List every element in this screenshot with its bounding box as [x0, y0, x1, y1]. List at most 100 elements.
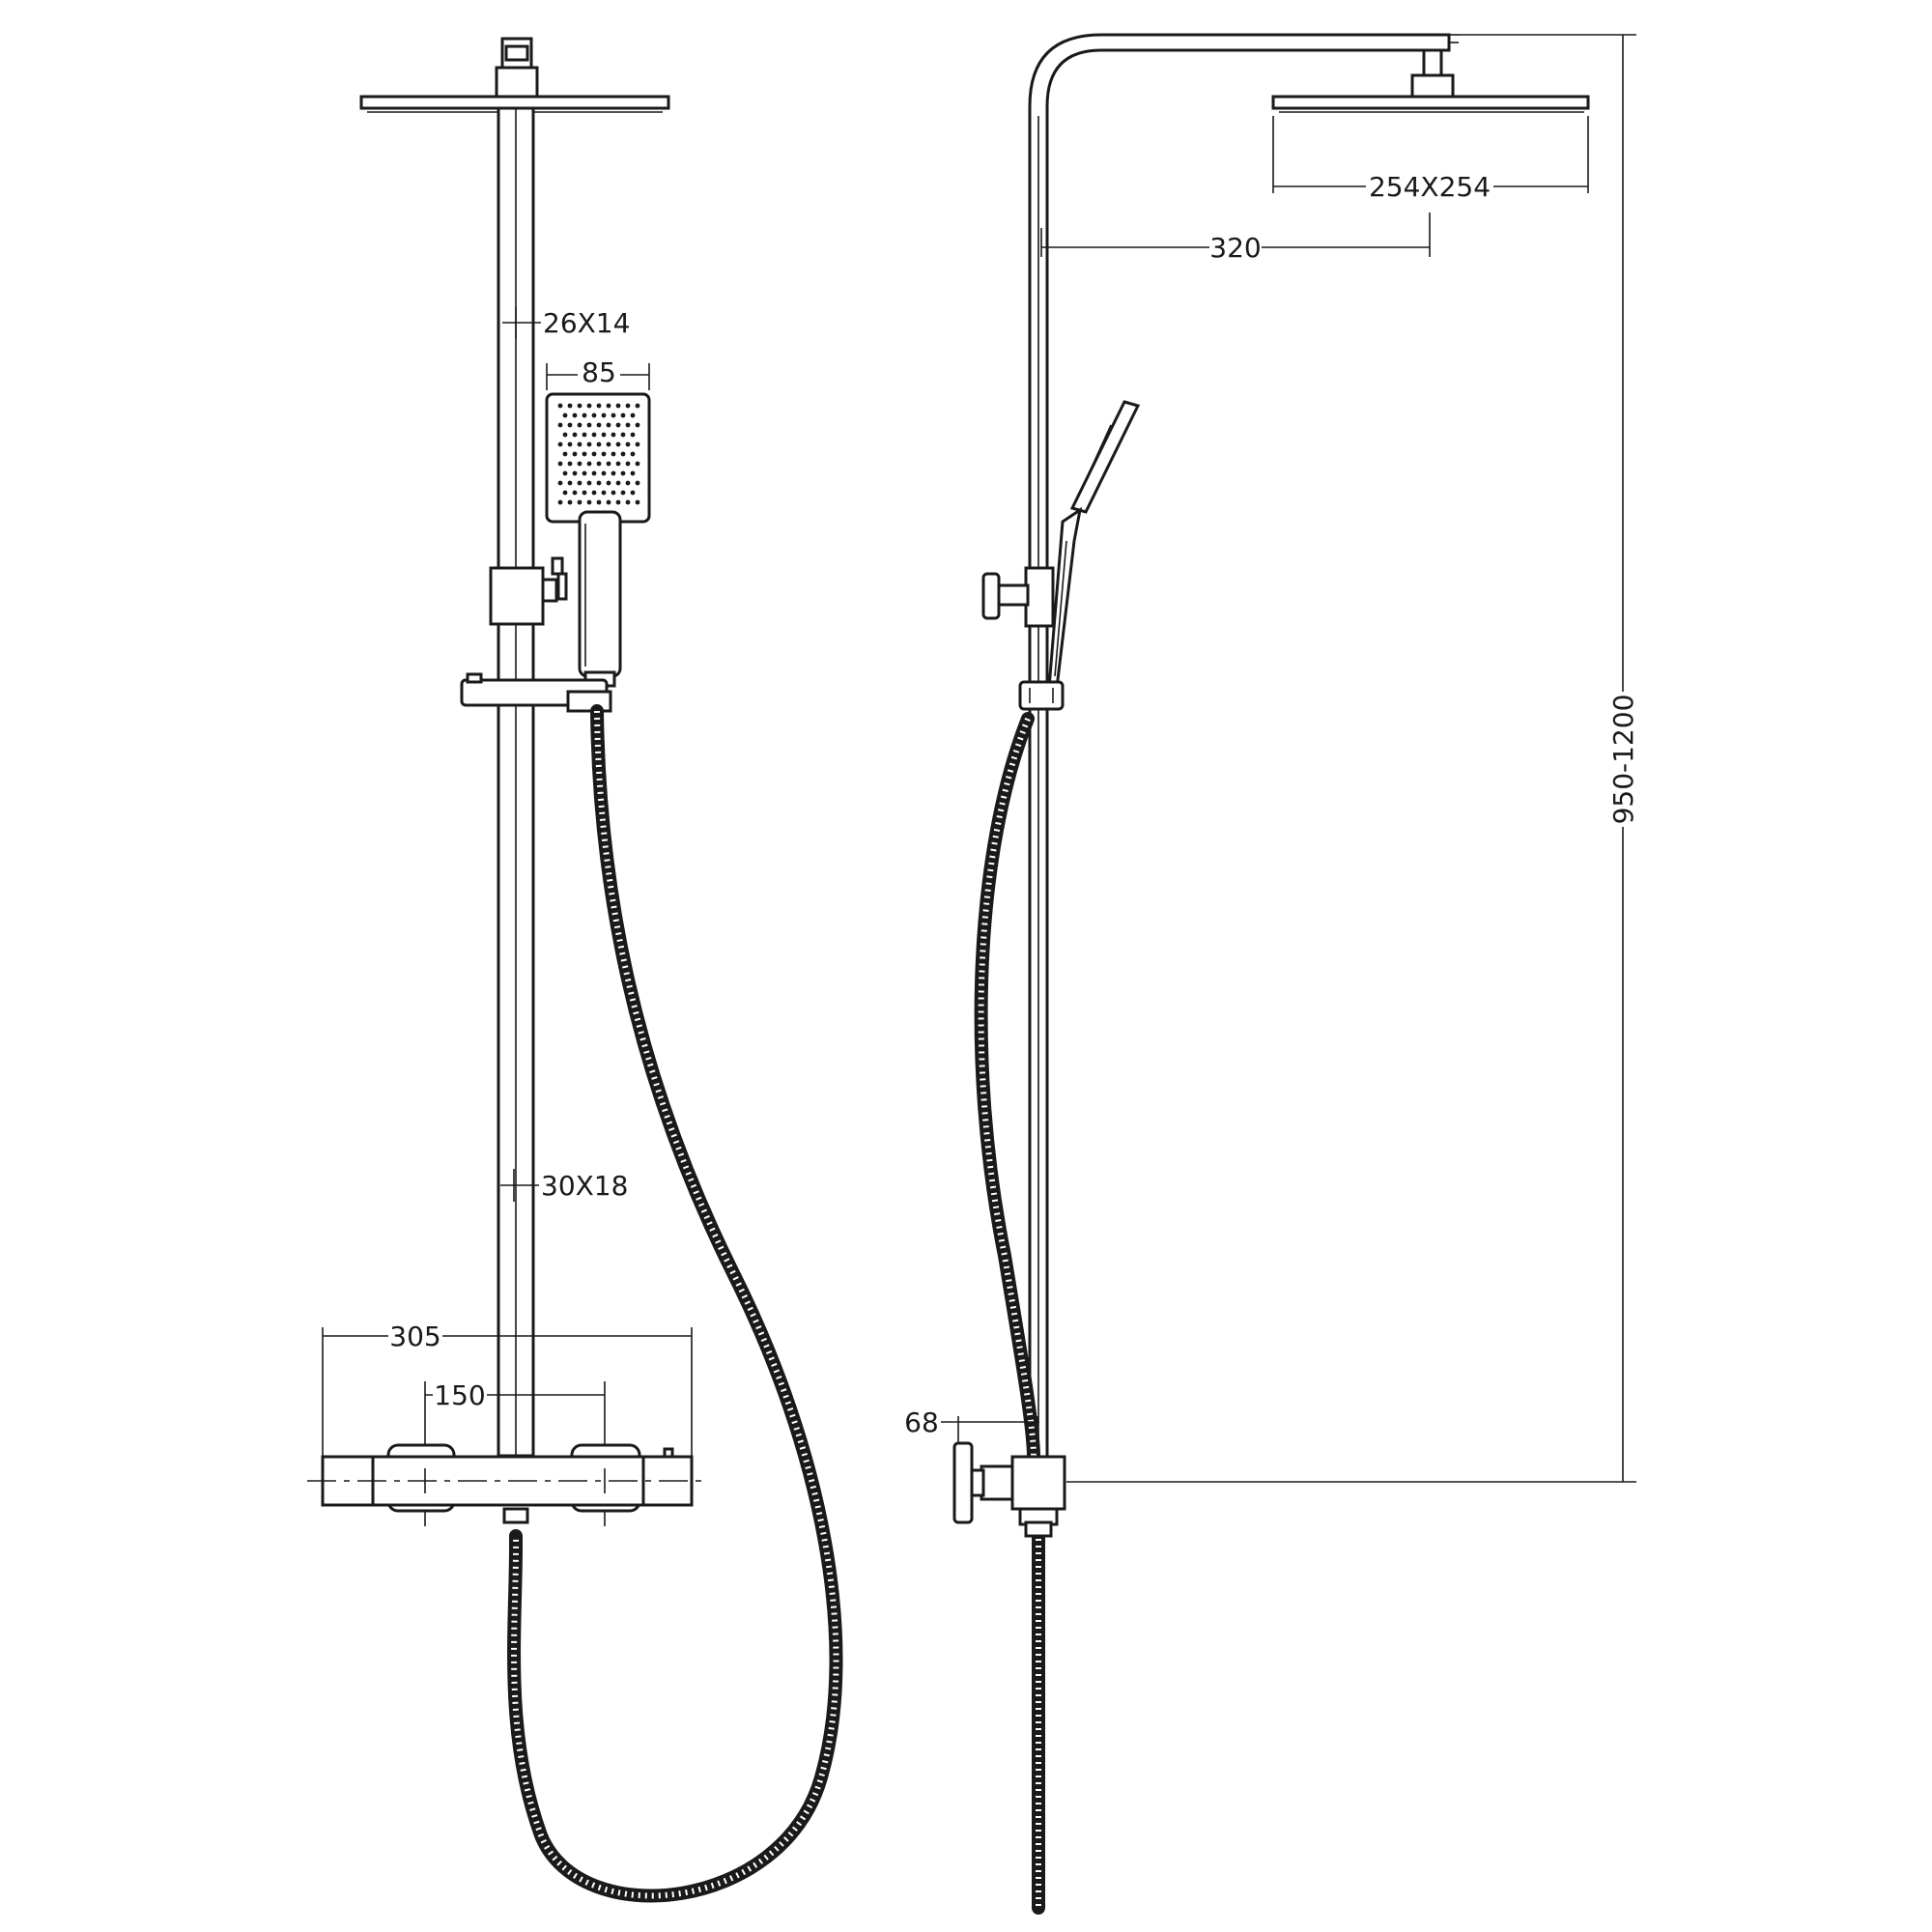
nozzle-dot — [606, 461, 611, 467]
nozzle-dot — [596, 499, 602, 505]
nozzle-dot — [557, 499, 563, 505]
front-shower-hose — [507, 704, 843, 1903]
nozzle-dot — [611, 412, 616, 418]
nozzle-dot — [582, 432, 587, 438]
nozzle-dot — [572, 490, 578, 496]
nozzle-dot — [577, 403, 582, 409]
nozzle-dot — [596, 441, 602, 447]
nozzle-dot — [611, 470, 616, 476]
nozzle-dot — [615, 403, 621, 409]
nozzle-dot — [572, 470, 578, 476]
nozzle-dot — [562, 412, 568, 418]
nozzle-dot — [630, 490, 636, 496]
nozzle-dot — [591, 470, 597, 476]
nozzle-dot — [567, 422, 573, 428]
nozzle-dot — [586, 480, 592, 486]
nozzle-dot — [591, 432, 597, 438]
nozzle-dot — [615, 499, 621, 505]
nozzle-dot — [625, 461, 631, 467]
nozzle-dot — [557, 480, 563, 486]
nozzle-dot — [611, 451, 616, 457]
nozzle-dot — [596, 403, 602, 409]
nozzle-dot — [635, 499, 640, 505]
nozzle-dot — [572, 451, 578, 457]
nozzle-dot — [591, 412, 597, 418]
side-view: 254X254 320 — [904, 33, 1639, 1915]
front-overhead-shower-head — [359, 37, 670, 113]
nozzle-dot — [567, 403, 573, 409]
nozzle-dot — [615, 441, 621, 447]
nozzle-dot — [625, 441, 631, 447]
nozzle-dot — [582, 451, 587, 457]
front-slide-bracket — [460, 672, 612, 713]
nozzle-dot — [567, 441, 573, 447]
nozzle-dot — [601, 412, 607, 418]
nozzle-dot — [582, 490, 587, 496]
dim-wall-bracket-offset-label: 68 — [904, 1406, 939, 1438]
nozzle-dot — [615, 461, 621, 467]
dim-arm-projection: 320 — [1040, 213, 1431, 264]
nozzle-dot — [577, 441, 582, 447]
dim-valve-length: 305 — [322, 1320, 693, 1459]
nozzle-dot — [586, 461, 592, 467]
nozzle-dot — [606, 499, 611, 505]
nozzle-dot — [567, 461, 573, 467]
side-hand-shower — [1047, 400, 1141, 690]
nozzle-dot — [577, 461, 582, 467]
nozzle-dot — [620, 470, 626, 476]
nozzle-dot — [620, 432, 626, 438]
nozzle-dot — [601, 470, 607, 476]
nozzle-dot — [562, 470, 568, 476]
dim-overhead-arm-label: 26X14 — [543, 307, 630, 339]
nozzle-dot — [630, 451, 636, 457]
nozzle-dot — [606, 422, 611, 428]
nozzle-dot — [591, 490, 597, 496]
dim-hand-shower-width: 85 — [546, 354, 650, 390]
nozzle-dot — [567, 499, 573, 505]
nozzle-dot — [591, 451, 597, 457]
nozzle-dot — [577, 480, 582, 486]
nozzle-dot — [562, 451, 568, 457]
nozzle-dot — [586, 422, 592, 428]
dim-arm-projection-label: 320 — [1209, 232, 1261, 264]
nozzle-dot — [577, 422, 582, 428]
nozzle-dot — [635, 480, 640, 486]
side-overhead-shower-head — [1271, 48, 1590, 113]
nozzle-dot — [615, 422, 621, 428]
nozzle-dot — [630, 470, 636, 476]
dim-overhead-arm: 26X14 — [502, 307, 630, 339]
nozzle-dot — [611, 432, 616, 438]
nozzle-dot — [611, 490, 616, 496]
nozzle-dot — [572, 432, 578, 438]
nozzle-dot — [557, 461, 563, 467]
nozzle-dot — [635, 422, 640, 428]
nozzle-dot — [606, 403, 611, 409]
side-shower-hose — [974, 712, 1045, 1915]
nozzle-dot — [620, 490, 626, 496]
nozzle-dot — [630, 412, 636, 418]
front-diverter-block — [489, 556, 568, 626]
nozzle-dot — [606, 441, 611, 447]
nozzle-dot — [606, 480, 611, 486]
nozzle-dot — [635, 403, 640, 409]
side-slide-bracket — [1018, 680, 1065, 711]
side-riser-and-arm — [1028, 33, 1459, 1459]
nozzle-dot — [562, 490, 568, 496]
front-thermostatic-valve — [307, 1443, 705, 1524]
dim-height-range: 950-1200 — [1066, 34, 1639, 1483]
dim-overhead-head: 254X254 — [1272, 116, 1589, 203]
nozzle-dot — [596, 461, 602, 467]
dim-riser-pipe: 30X18 — [500, 1169, 628, 1202]
nozzle-dot — [620, 451, 626, 457]
nozzle-dot — [625, 422, 631, 428]
nozzle-dot — [586, 403, 592, 409]
nozzle-dot — [625, 499, 631, 505]
dim-hand-shower-width-label: 85 — [582, 356, 616, 388]
side-diverter — [981, 566, 1055, 628]
nozzle-dot — [635, 441, 640, 447]
nozzle-dot — [577, 499, 582, 505]
nozzle-dot — [601, 451, 607, 457]
nozzle-dot — [601, 490, 607, 496]
dim-riser-pipe-label: 30X18 — [541, 1170, 628, 1202]
